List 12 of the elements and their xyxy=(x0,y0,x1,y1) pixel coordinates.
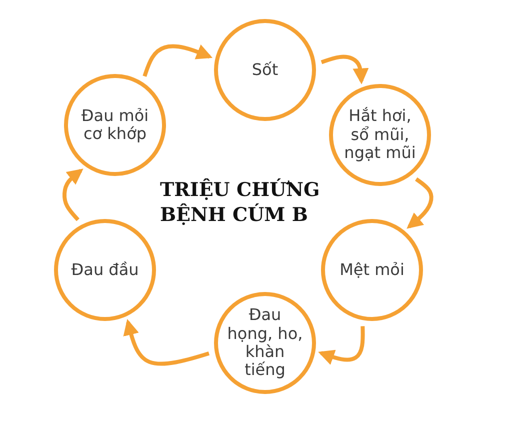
symptom-label: Mệt mỏi xyxy=(338,260,406,280)
curved-arrow xyxy=(62,168,84,222)
curved-arrow xyxy=(123,319,210,366)
curved-arrow xyxy=(318,326,365,365)
symptom-label: Đau đầu xyxy=(70,260,140,280)
symptom-label: Hắt hơi, sổ mũi, ngạt mũi xyxy=(343,107,417,163)
curved-arrow xyxy=(142,44,213,77)
symptom-label: Đau họng, ho, khàn tiếng xyxy=(226,306,304,380)
curved-arrow xyxy=(320,54,369,84)
symptom-label: Đau mỏi cơ khớp xyxy=(80,106,150,144)
symptom-label: Sốt xyxy=(250,60,280,80)
diagram-title: TRIỆU CHỨNG BỆNH CÚM B xyxy=(160,178,321,228)
